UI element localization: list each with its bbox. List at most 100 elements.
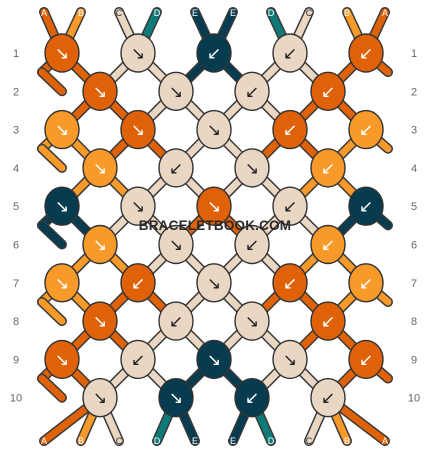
knot-direction-arrow-icon: ↙ [169,312,183,332]
knot-body [234,378,270,418]
strand-label-top: C [116,8,123,18]
strand-label-top: E [230,8,236,18]
knot-body [310,148,346,188]
knot-direction-arrow-icon: ↙ [321,389,335,409]
knot-direction-arrow-icon: ↙ [131,350,145,370]
knot-direction-arrow-icon: ↘ [207,121,221,141]
knot: ↘ [44,109,80,150]
knot-body [348,339,384,380]
knot-body [310,301,346,341]
row-label-left: 9 [13,354,19,366]
knot: ↘ [120,33,156,73]
knot: ↙ [120,263,156,303]
strand-label-bottom: A [382,436,388,446]
knot-body [44,263,80,303]
knot-direction-arrow-icon: ↘ [93,236,107,256]
knot-layer: ↘↘↙↙↙↘↘↙↙↘↘↘↙↙↘↙↘↙↘↘↘↙↙↘↘↙↙↘↙↘↙↙↘↙↘↙↘↙↘↘… [44,33,384,418]
strand-label-bottom: C [116,436,123,446]
knot: ↙ [158,301,194,341]
row-label-left: 6 [13,240,19,252]
knot-direction-arrow-icon: ↙ [207,44,221,64]
knot: ↙ [310,71,346,112]
edge-thread-left [38,221,66,248]
knot-body [120,109,156,150]
knot: ↘ [196,109,232,150]
knot: ↘ [44,33,80,73]
knot-direction-arrow-icon: ↙ [283,274,297,294]
strand-label-bottom: D [268,436,275,446]
knot: ↙ [234,378,270,418]
knot-direction-arrow-icon: ↙ [169,159,183,179]
knot: ↙ [272,109,308,150]
knot-direction-arrow-icon: ↘ [131,197,145,217]
row-label-left: 3 [13,125,19,137]
knot-body [82,301,118,341]
row-label-left: 4 [13,163,19,175]
knot: ↘ [120,186,156,226]
knot-body [120,339,156,380]
knot-direction-arrow-icon: ↙ [359,274,373,294]
knot-body [196,186,232,226]
knot-body [272,263,308,303]
knot: ↘ [196,186,232,226]
knot-direction-arrow-icon: ↘ [55,274,69,294]
knot-direction-arrow-icon: ↙ [283,44,297,64]
row-label-right: 1 [411,48,417,60]
knot: ↘ [234,301,270,341]
knot-direction-arrow-icon: ↘ [207,197,221,217]
knot-body [310,378,346,418]
strand-label-top: D [154,8,161,18]
strand-label-bottom: E [230,436,236,446]
knot-body [348,263,384,303]
knot: ↙ [272,186,308,226]
strand-label-top: B [344,8,350,18]
knot: ↘ [158,378,194,418]
knot: ↙ [348,33,384,73]
strand-label-top: B [78,8,84,18]
edge-thread-left [38,68,66,95]
row-label-left: 10 [10,393,22,405]
knot-direction-arrow-icon: ↘ [93,159,107,179]
knot: ↘ [196,339,232,380]
row-label-left: 2 [13,86,19,98]
knot-body [234,301,270,341]
strand-label-bottom: C [306,436,313,446]
knot: ↘ [82,378,118,418]
knot-body [82,378,118,418]
knot-body [234,148,270,188]
knot-direction-arrow-icon: ↙ [359,350,373,370]
row-label-right: 3 [411,125,417,137]
knot-body [120,33,156,73]
knot-direction-arrow-icon: ↘ [55,350,69,370]
knot: ↘ [44,186,80,226]
knot: ↘ [234,148,270,188]
knot-body [196,109,232,150]
knot: ↘ [272,339,308,380]
knot-body [234,71,270,112]
row-label-left: 8 [13,316,19,328]
knot-direction-arrow-icon: ↙ [283,121,297,141]
knot: ↙ [196,33,232,73]
knot-body [158,378,194,418]
strand-label-bottom: B [344,436,350,446]
row-label-right: 6 [411,240,417,252]
knot-body [272,339,308,380]
knot-body [310,71,346,112]
knot: ↙ [310,301,346,341]
row-label-right: 4 [411,163,417,175]
strand-label-top: E [192,8,198,18]
edge-thread-left [38,375,66,402]
knot-direction-arrow-icon: ↘ [169,236,183,256]
row-label-right: 8 [411,316,417,328]
knot-direction-arrow-icon: ↘ [55,44,69,64]
knot-body [272,33,308,73]
row-label-left: 5 [13,201,19,213]
knot-body [158,224,194,265]
knot: ↙ [348,263,384,303]
knot: ↘ [44,263,80,303]
knot: ↙ [348,339,384,380]
row-label-right: 9 [411,354,417,366]
row-label-right: 7 [411,278,417,290]
